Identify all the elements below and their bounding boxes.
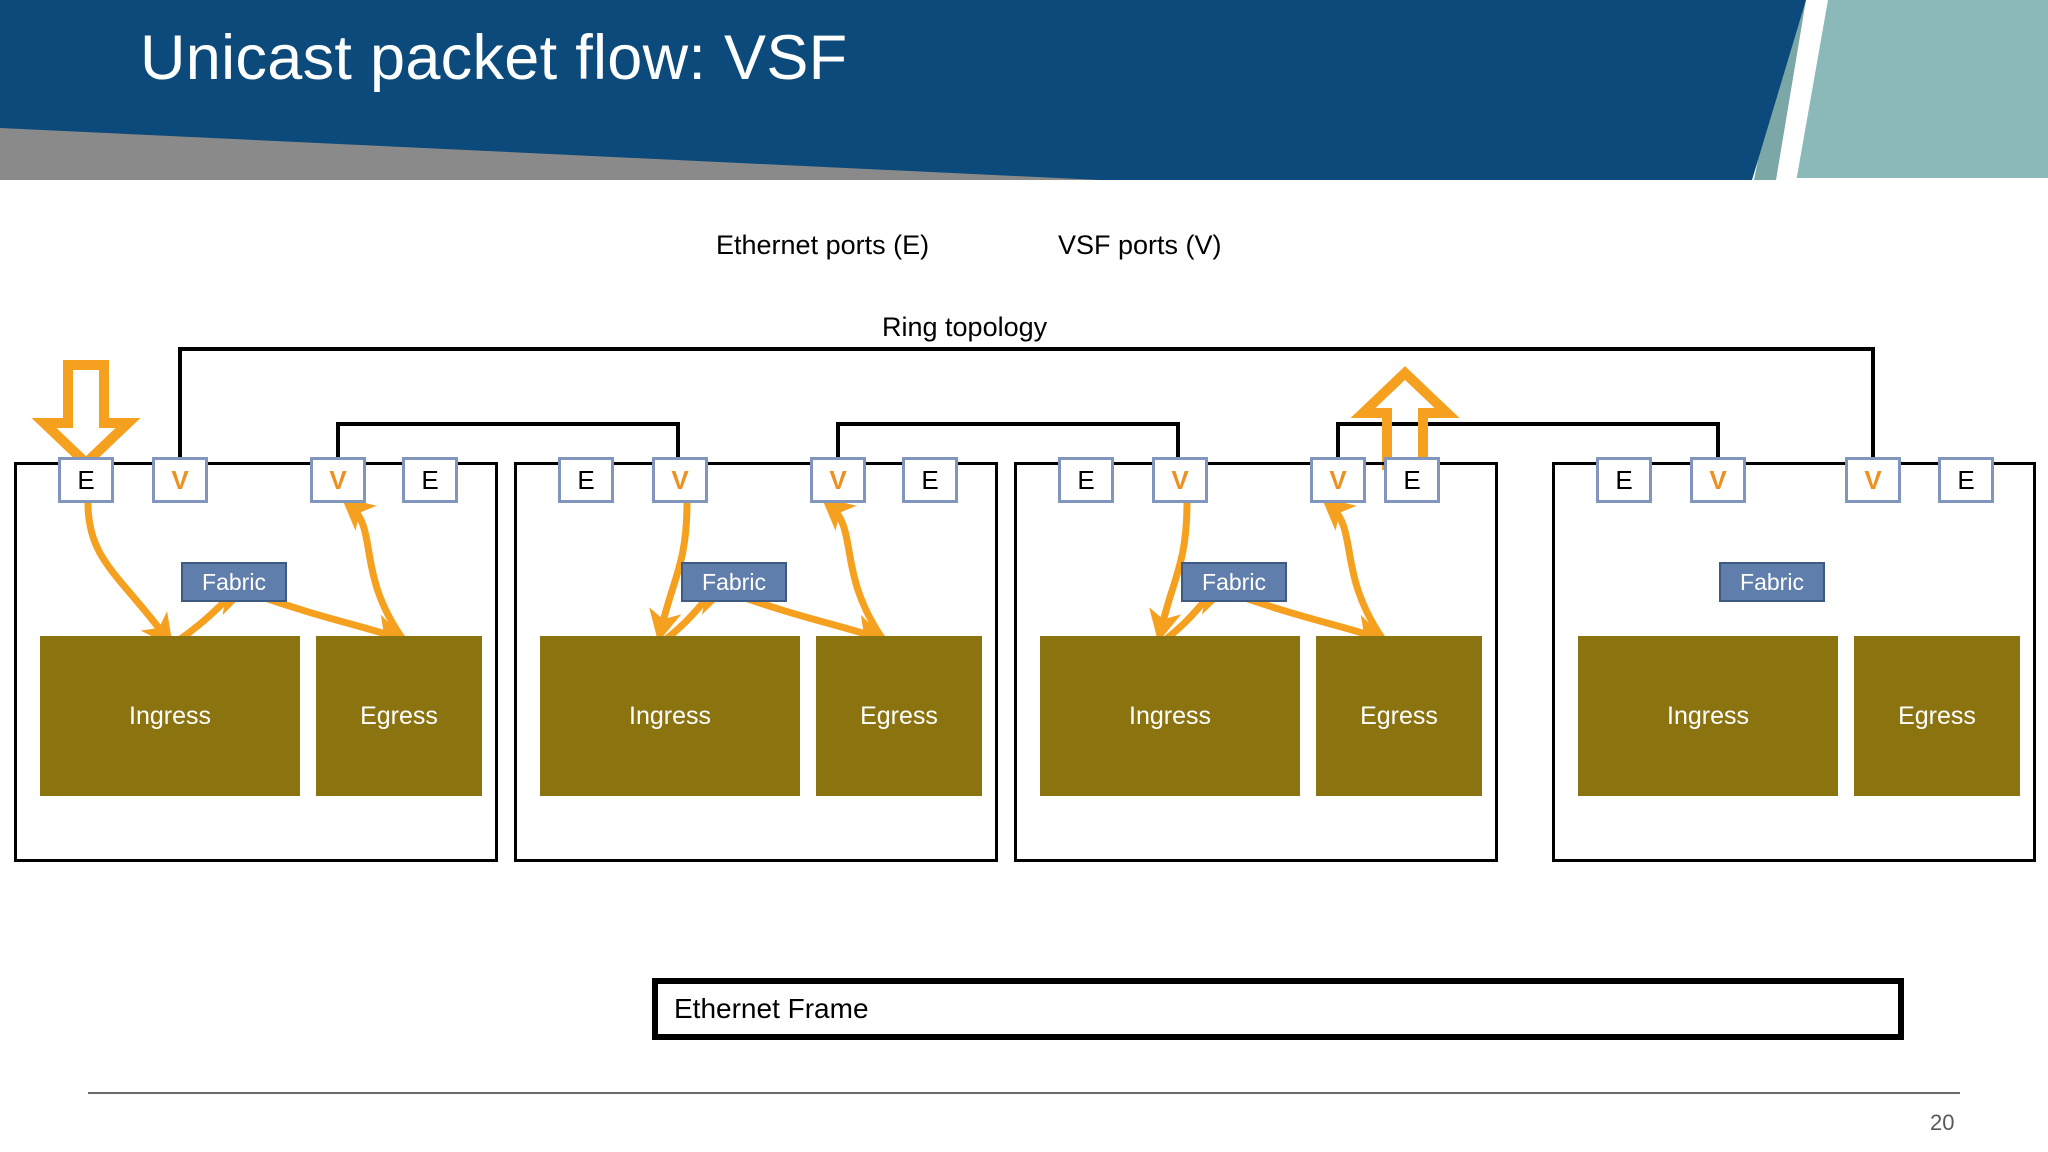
switch-3-ingress: Ingress <box>1040 636 1300 796</box>
switch-2-port-3[interactable]: V <box>810 457 866 503</box>
ethernet-frame-label: Ethernet Frame <box>674 993 869 1024</box>
switch-4-port-3[interactable]: V <box>1845 457 1901 503</box>
switch-4-port-1[interactable]: E <box>1596 457 1652 503</box>
switch-chassis-4[interactable] <box>1552 462 2036 862</box>
switch-3-port-1[interactable]: E <box>1058 457 1114 503</box>
switch-3-port-4[interactable]: E <box>1384 457 1440 503</box>
switch-1-ingress: Ingress <box>40 636 300 796</box>
page-number: 20 <box>1930 1110 1955 1135</box>
switch-2-port-2[interactable]: V <box>652 457 708 503</box>
switch-4-egress: Egress <box>1854 636 2020 796</box>
switch-1-port-3[interactable]: V <box>310 457 366 503</box>
switch-2-egress: Egress <box>816 636 982 796</box>
packet-in-block-arrow <box>31 360 141 470</box>
switch-3-port-3[interactable]: V <box>1310 457 1366 503</box>
footer-divider <box>88 1092 1960 1094</box>
switch-1-port-1[interactable]: E <box>58 457 114 503</box>
legend-ring-topology: Ring topology <box>882 312 1048 342</box>
switch-chassis-3[interactable] <box>1014 462 1498 862</box>
switch-2-fabric: Fabric <box>681 562 787 602</box>
legend-vsf-ports: VSF ports (V) <box>1058 230 1222 260</box>
legend-ethernet-ports: Ethernet ports (E) <box>716 230 930 260</box>
packet-out-block-arrow <box>1350 366 1460 470</box>
switch-4-ingress: Ingress <box>1578 636 1838 796</box>
flow-arrows-switch-3 <box>1149 497 1386 646</box>
switch-chassis-1[interactable] <box>14 462 498 862</box>
switch-2-ingress: Ingress <box>540 636 800 796</box>
switch-3-egress: Egress <box>1316 636 1482 796</box>
switch-1-egress: Egress <box>316 636 482 796</box>
switch-1-port-4[interactable]: E <box>402 457 458 503</box>
page-title: Unicast packet flow: VSF <box>140 23 848 93</box>
ring-cables <box>178 347 1875 465</box>
switch-4-port-2[interactable]: V <box>1690 457 1746 503</box>
ethernet-frame-bar: Ethernet Frame <box>652 978 1904 1040</box>
switch-1-port-2[interactable]: V <box>152 457 208 503</box>
slide-header-banner: Unicast packet flow: VSF <box>0 0 2048 200</box>
switch-2-port-4[interactable]: E <box>902 457 958 503</box>
switch-chassis-2[interactable] <box>514 462 998 862</box>
switch-4-port-4[interactable]: E <box>1938 457 1994 503</box>
switch-3-fabric: Fabric <box>1181 562 1287 602</box>
switch-3-port-2[interactable]: V <box>1152 457 1208 503</box>
switch-2-port-1[interactable]: E <box>558 457 614 503</box>
switch-4-fabric: Fabric <box>1719 562 1825 602</box>
switch-1-fabric: Fabric <box>181 562 287 602</box>
